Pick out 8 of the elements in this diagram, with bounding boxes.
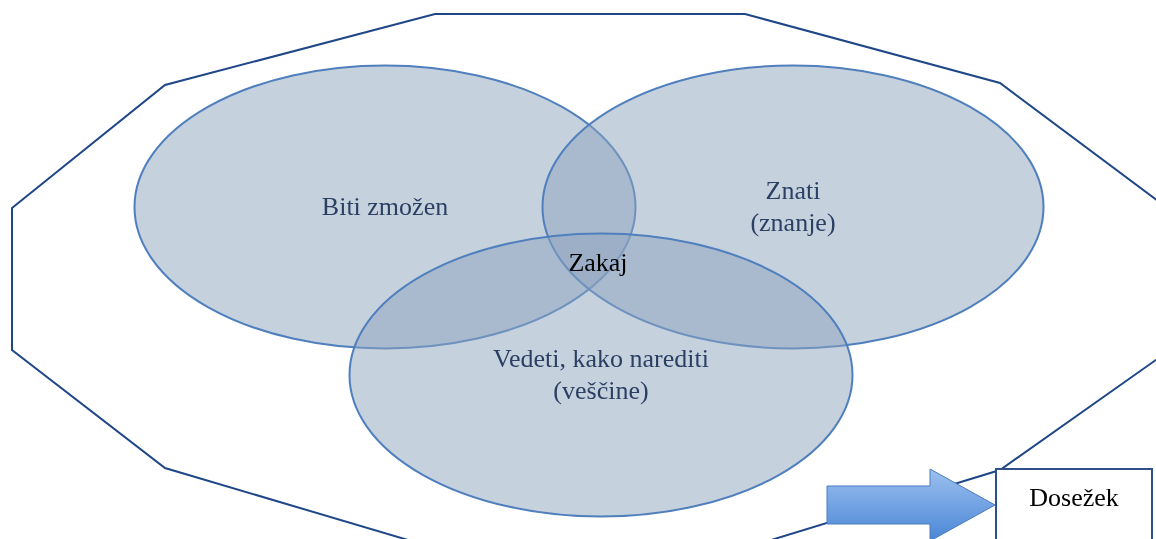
result-box <box>995 468 1153 539</box>
ellipse-label: Znati (znanje) <box>749 174 837 239</box>
overlap-label: Zakaj <box>568 246 628 279</box>
result-label: Dosežek <box>1029 482 1119 514</box>
ellipse-label: Biti zmožen <box>321 190 449 223</box>
block-arrow <box>826 468 996 539</box>
outer-polygon <box>12 14 1156 539</box>
ellipse-label: Vedeti, kako narediti (veščine) <box>492 342 710 407</box>
